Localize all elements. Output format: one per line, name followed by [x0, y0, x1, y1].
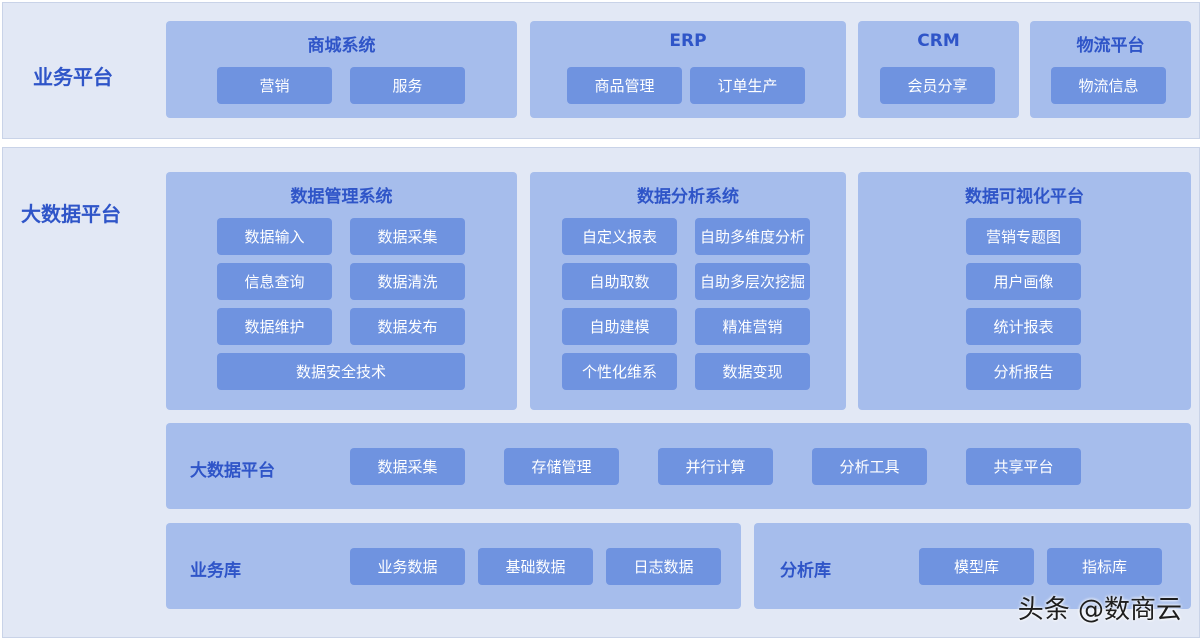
data-visualization-title: 数据可视化平台	[965, 187, 1084, 207]
mall-system-panel: 商城系统 营销 服务	[166, 21, 517, 118]
info-query-button[interactable]: 信息查询	[217, 263, 332, 300]
precision-marketing-button[interactable]: 精准营销	[695, 308, 810, 345]
watermark: 头条 @数商云	[1017, 595, 1182, 625]
parallel-computing-button[interactable]: 并行计算	[658, 448, 773, 485]
data-collection-button[interactable]: 数据采集	[350, 218, 465, 255]
analysis-report-button[interactable]: 分析报告	[966, 353, 1081, 390]
business-platform-title: 业务平台	[33, 65, 113, 89]
basic-data-button[interactable]: 基础数据	[478, 548, 593, 585]
multi-level-mining-button[interactable]: 自助多层次挖掘	[695, 263, 810, 300]
marketing-topic-map-button[interactable]: 营销专题图	[966, 218, 1081, 255]
log-data-button[interactable]: 日志数据	[606, 548, 721, 585]
platform-data-collection-button[interactable]: 数据采集	[350, 448, 465, 485]
business-platform-section: 业务平台 商城系统 营销 服务 ERP 商品管理 订单生产 CRM 会员分享 物…	[2, 2, 1200, 139]
data-security-button[interactable]: 数据安全技术	[217, 353, 465, 390]
product-management-button[interactable]: 商品管理	[567, 67, 682, 104]
big-data-platform-section: 大数据平台 数据管理系统 数据输入 数据采集 信息查询 数据清洗 数据维护 数据…	[2, 147, 1200, 638]
big-data-platform-row-title: 大数据平台	[190, 461, 275, 481]
self-service-fetch-button[interactable]: 自助取数	[562, 263, 677, 300]
crm-title: CRM	[917, 31, 960, 51]
logistics-info-button[interactable]: 物流信息	[1051, 67, 1166, 104]
business-db-title: 业务库	[190, 561, 241, 581]
storage-management-button[interactable]: 存储管理	[504, 448, 619, 485]
model-library-button[interactable]: 模型库	[919, 548, 1034, 585]
multi-dimension-analysis-button[interactable]: 自助多维度分析	[695, 218, 810, 255]
member-sharing-button[interactable]: 会员分享	[880, 67, 995, 104]
logistics-platform-panel: 物流平台 物流信息	[1030, 21, 1191, 118]
data-maintenance-button[interactable]: 数据维护	[217, 308, 332, 345]
custom-report-button[interactable]: 自定义报表	[562, 218, 677, 255]
sharing-platform-button[interactable]: 共享平台	[966, 448, 1081, 485]
data-publish-button[interactable]: 数据发布	[350, 308, 465, 345]
data-management-title: 数据管理系统	[290, 187, 393, 207]
data-monetization-button[interactable]: 数据变现	[695, 353, 810, 390]
data-analysis-panel: 数据分析系统 自定义报表 自助多维度分析 自助取数 自助多层次挖掘 自助建模 精…	[530, 172, 846, 410]
self-service-modeling-button[interactable]: 自助建模	[562, 308, 677, 345]
mall-system-title: 商城系统	[307, 36, 376, 56]
data-analysis-title: 数据分析系统	[637, 187, 739, 207]
analysis-db-panel: 分析库 模型库 指标库	[754, 523, 1191, 609]
logistics-platform-title: 物流平台	[1076, 36, 1145, 56]
big-data-platform-title: 大数据平台	[21, 202, 121, 226]
user-profile-button[interactable]: 用户画像	[966, 263, 1081, 300]
business-db-panel: 业务库 业务数据 基础数据 日志数据	[166, 523, 741, 609]
business-data-button[interactable]: 业务数据	[350, 548, 465, 585]
data-cleaning-button[interactable]: 数据清洗	[350, 263, 465, 300]
erp-panel: ERP 商品管理 订单生产	[530, 21, 846, 118]
analysis-db-title: 分析库	[780, 561, 831, 581]
data-management-panel: 数据管理系统 数据输入 数据采集 信息查询 数据清洗 数据维护 数据发布 数据安…	[166, 172, 517, 410]
indicator-library-button[interactable]: 指标库	[1047, 548, 1162, 585]
personalized-retention-button[interactable]: 个性化维系	[562, 353, 677, 390]
analysis-tools-button[interactable]: 分析工具	[812, 448, 927, 485]
big-data-platform-row-panel: 大数据平台 数据采集 存储管理 并行计算 分析工具 共享平台	[166, 423, 1191, 509]
data-input-button[interactable]: 数据输入	[217, 218, 332, 255]
statistical-report-button[interactable]: 统计报表	[966, 308, 1081, 345]
erp-title: ERP	[669, 31, 707, 51]
data-visualization-panel: 数据可视化平台 营销专题图 用户画像 统计报表 分析报告	[858, 172, 1191, 410]
marketing-button[interactable]: 营销	[217, 67, 332, 104]
crm-panel: CRM 会员分享	[858, 21, 1019, 118]
service-button[interactable]: 服务	[350, 67, 465, 104]
order-production-button[interactable]: 订单生产	[690, 67, 805, 104]
